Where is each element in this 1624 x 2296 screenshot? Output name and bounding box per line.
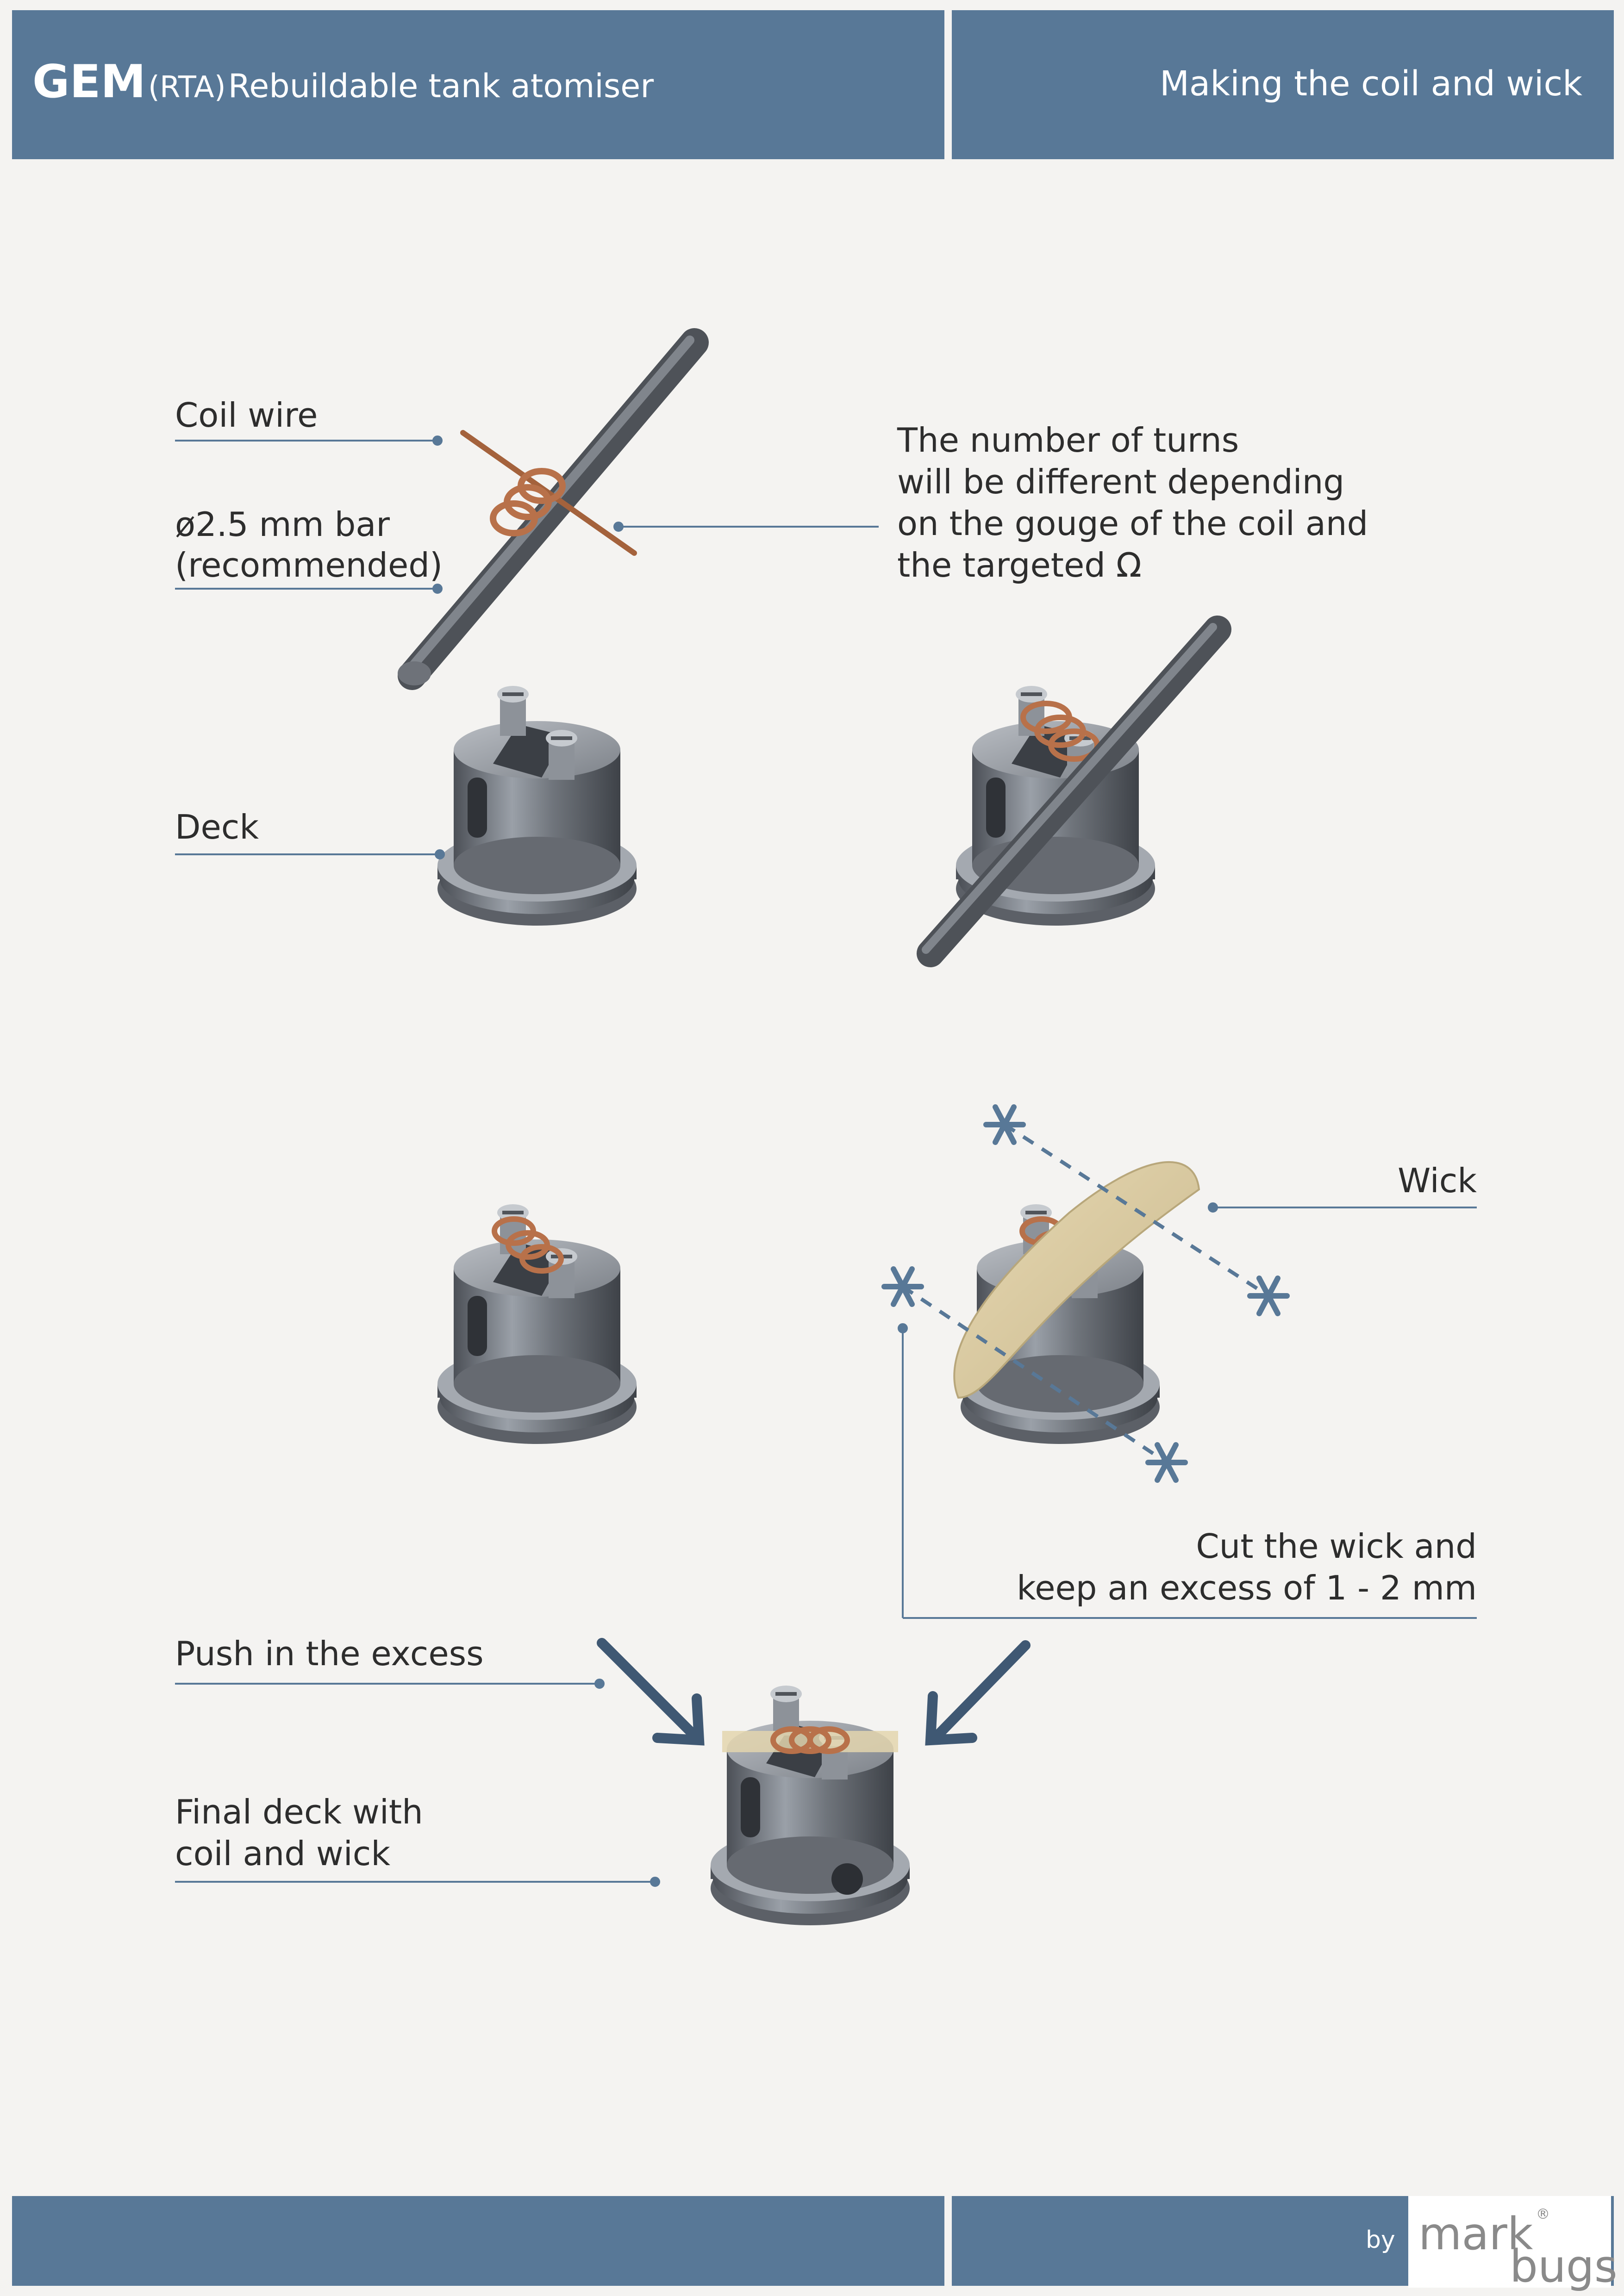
push-arrow-left-icon	[597, 1638, 705, 1746]
logo-part1: mark	[1418, 2208, 1533, 2260]
push-arrow-right-icon	[925, 1640, 1031, 1746]
page-title: GEM (RTA) Rebuildable tank atomiser	[32, 56, 654, 108]
label-bar-line1: ø2.5 mm bar	[175, 505, 390, 544]
deck-figure	[437, 686, 637, 926]
label-cut-line1: Cut the wick and	[1196, 1527, 1477, 1566]
footer-band-left	[12, 2196, 944, 2286]
final-deck-figure	[711, 1686, 910, 1925]
header-band-right	[952, 10, 1614, 159]
title-paren: (RTA)	[148, 70, 226, 105]
label-wick: Wick	[1398, 1161, 1477, 1200]
cut-mark-icons	[881, 1104, 1290, 1483]
label-turns-line1: The number of turns	[897, 421, 1239, 460]
logo-registered-mark: ®	[1536, 2206, 1550, 2222]
bar-with-coil-figure	[398, 328, 709, 690]
label-turns-line3: on the gouge of the coil and	[897, 504, 1368, 543]
header-band-left	[12, 10, 944, 159]
label-turns-line2: will be different depending	[897, 462, 1345, 501]
cut-guide	[901, 1123, 1270, 1464]
label-final-line1: Final deck with	[175, 1792, 423, 1831]
logo-part2: bugs	[1510, 2240, 1618, 2292]
label-coil-wire: Coil wire	[175, 396, 318, 435]
section-title: Making the coil and wick	[1160, 64, 1582, 104]
label-push: Push in the excess	[175, 1634, 484, 1673]
title-rest: Rebuildable tank atomiser	[228, 67, 654, 105]
leader-lines	[175, 436, 1477, 1887]
label-bar-line2: (recommended)	[175, 546, 443, 585]
label-cut-line2: keep an excess of 1 - 2 mm	[1017, 1568, 1477, 1607]
rod-on-deck	[917, 616, 1231, 967]
label-deck: Deck	[175, 808, 259, 846]
deck-with-coil-figure	[437, 1204, 637, 1444]
label-turns-line4: the targeted Ω	[897, 546, 1142, 585]
deck-with-wick-figure	[953, 1161, 1200, 1444]
footer-by: by	[1366, 2226, 1395, 2254]
label-final-line2: coil and wick	[175, 1834, 391, 1873]
title-main: GEM	[32, 56, 146, 108]
markbugs-logo: mark ® bugs	[1408, 2196, 1618, 2292]
